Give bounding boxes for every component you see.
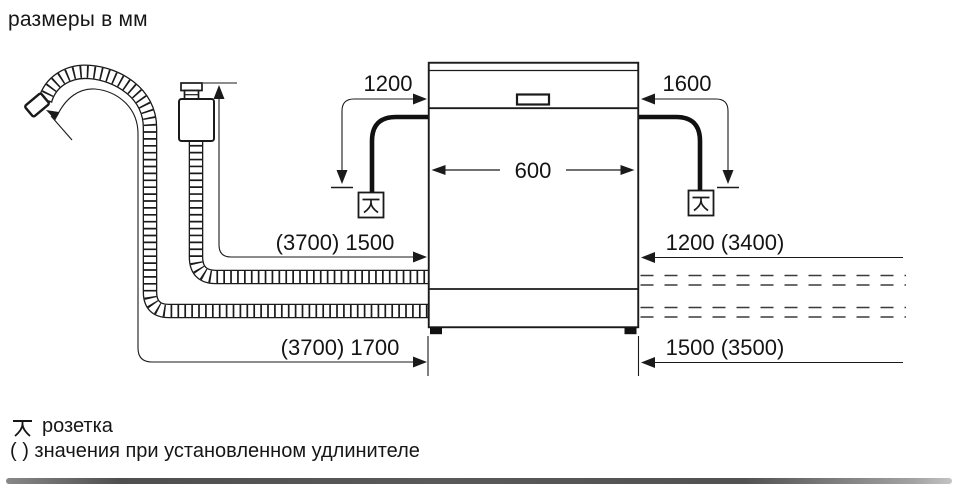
- drain-hose-outlet-fitting: [24, 92, 50, 118]
- dim-label-supply-right: 1200 (3400): [666, 230, 785, 255]
- leader-tail: [50, 115, 73, 141]
- dashed-hose-lines-right: [640, 274, 906, 318]
- arrowhead-left: [641, 357, 655, 368]
- dim-label-supply-left: (3700) 1500: [276, 230, 395, 255]
- dishwasher-foot-left: [430, 327, 442, 335]
- socket-right: [687, 189, 715, 217]
- arrowhead-up: [213, 85, 225, 99]
- dishwasher: [427, 61, 640, 335]
- dishwasher-foot-right: [624, 327, 637, 335]
- socket-icon: [13, 419, 32, 437]
- arrowhead-left: [641, 252, 655, 263]
- arrowhead-outlet: [46, 110, 60, 121]
- arrowhead-right: [620, 165, 635, 175]
- arrowhead-right: [413, 356, 427, 368]
- socket-icon: [362, 198, 380, 214]
- dim-machine-width: [431, 165, 635, 175]
- dishwasher-handle: [515, 93, 551, 106]
- dim-supply-right: [641, 252, 903, 263]
- legend-socket-label: розетка: [42, 414, 113, 437]
- legend-note-row: ( ) значения при установленном удлинител…: [10, 439, 420, 463]
- power-cord-left: [369, 114, 430, 193]
- aquastop-valve: [178, 82, 215, 142]
- dim-label-drain-right: 1500 (3500): [666, 335, 785, 360]
- legend-note: ( ) значения при установленном удлинител…: [10, 439, 420, 462]
- dim-label-machine-width: 600: [515, 158, 552, 183]
- dim-drain-left: [46, 88, 427, 368]
- arrowhead-down: [722, 170, 734, 184]
- arrowhead-right: [413, 251, 427, 263]
- dim-drain-right: [641, 357, 903, 368]
- aquastop-body: [178, 98, 215, 142]
- arrowhead: [413, 93, 427, 105]
- dim-label-power-right: 1600: [663, 71, 712, 96]
- dim-label-drain-left: (3700) 1700: [281, 335, 400, 360]
- power-cord-right: [636, 114, 703, 191]
- arrowhead-down: [336, 170, 348, 184]
- diagram-title: размеры в мм: [8, 8, 148, 31]
- supply-hose: [188, 138, 431, 285]
- dim-power-left: [331, 93, 427, 189]
- arrowhead-left: [431, 165, 446, 175]
- bottom-scan-shadow: [6, 478, 952, 484]
- arrowhead: [641, 93, 655, 105]
- socket-left: [357, 191, 385, 219]
- legend: розетка ( ) значения при установленном у…: [10, 414, 420, 463]
- tap-connector-flange: [180, 82, 203, 92]
- drain-hose: [24, 64, 431, 319]
- socket-icon: [692, 196, 710, 212]
- dim-label-power-left: 1200: [364, 71, 413, 96]
- dim-supply-left: [203, 82, 427, 263]
- dim-power-right: [641, 93, 739, 189]
- legend-socket-row: розетка: [10, 414, 420, 438]
